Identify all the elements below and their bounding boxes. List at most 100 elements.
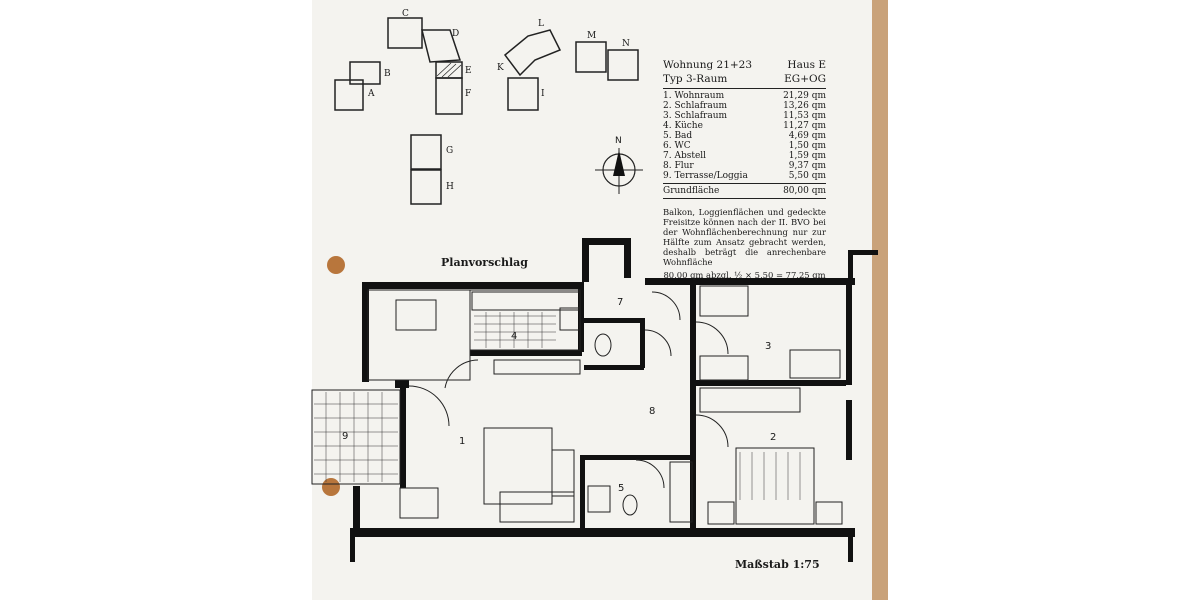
building-label-k: K (497, 63, 504, 73)
wardrobe-room3 (699, 355, 749, 381)
area-calculation: 80,00 qm abzgl. ½ × 5,50 = 77,25 qm (663, 270, 826, 280)
kitchen-counter (471, 291, 581, 311)
door-room3 (695, 321, 729, 355)
desk (399, 487, 439, 519)
floor-plan-walls (350, 238, 878, 562)
bathroom-sink (587, 485, 611, 513)
apartment-name: Wohnung 21+23 (663, 59, 753, 71)
dining-area (367, 289, 471, 381)
dining-table (395, 299, 437, 331)
bed-room3 (699, 285, 749, 317)
building-labels: A B C D E F G H I K L M N (367, 9, 630, 192)
building-label-i: I (541, 89, 545, 99)
building-f-shape (435, 77, 463, 115)
room-area: 1,59 qm (788, 151, 826, 161)
room-label: 2. Schlafraum (663, 101, 728, 111)
plan-title: Planvorschlag (441, 256, 528, 269)
room-number-7: 7 (617, 297, 623, 308)
building-k-shape (503, 29, 562, 77)
room-label: 7. Abstell (663, 151, 707, 161)
door-living (408, 385, 450, 427)
room-area: 11,53 qm (783, 111, 826, 121)
apartment-floors: EG+OG (784, 73, 826, 85)
door-room2 (695, 414, 729, 448)
apartment-house: Haus E (787, 59, 826, 71)
building-d-shape (421, 29, 462, 63)
building-label-e: E (465, 66, 472, 76)
building-c-shape (387, 17, 423, 49)
total-area: 80,00 qm (783, 186, 826, 196)
room-number-9: 9 (342, 431, 348, 442)
desk-room3 (789, 349, 841, 379)
total-label: Grundfläche (663, 186, 720, 196)
room-area: 21,29 qm (783, 91, 826, 101)
room-label: 3. Schlafraum (663, 111, 728, 121)
room-number-4: 4 (511, 331, 517, 342)
building-label-l: L (538, 19, 544, 29)
room-number-5: 5 (618, 483, 624, 494)
room-area: 1,50 qm (788, 141, 826, 151)
north-arrow-icon (595, 148, 643, 194)
room-area: 9,37 qm (788, 161, 826, 171)
tile-hatching (314, 312, 801, 500)
room-area: 11,27 qm (783, 121, 826, 131)
room-label: 8. Flur (663, 161, 694, 171)
room-numbers: 1 2 3 4 5 7 8 9 (342, 297, 776, 494)
list-item: 3. Schlafraum 11,53 qm (663, 111, 826, 121)
building-e-hatch (436, 62, 462, 78)
wardrobe-room2 (699, 387, 801, 413)
building-m-shape (575, 41, 607, 73)
building-label-d: D (452, 29, 459, 39)
building-label-f: F (465, 89, 471, 99)
building-label-n: N (622, 39, 630, 49)
apartment-type: Typ 3-Raum (663, 73, 728, 85)
area-note: Balkon, Loggienflächen und gedeckte Frei… (663, 207, 826, 267)
terrace-tiles (311, 389, 401, 485)
double-bed (735, 447, 815, 525)
building-label-a: A (367, 89, 375, 99)
room-area: 4,69 qm (788, 131, 826, 141)
stove (559, 307, 581, 331)
punch-hole-bottom (322, 478, 340, 496)
building-label-c: C (402, 9, 409, 19)
building-label-h: H (446, 182, 454, 192)
list-item: 4. Küche 11,27 qm (663, 121, 826, 131)
list-item: 8. Flur 9,37 qm (663, 161, 826, 171)
room-number-1: 1 (459, 436, 465, 447)
room-label: 1. Wohnraum (663, 91, 725, 101)
table-edge (872, 0, 888, 600)
room-number-3: 3 (765, 341, 771, 352)
bathroom-toilet (622, 494, 638, 516)
carpet (483, 427, 553, 505)
building-n-shape (607, 49, 639, 81)
building-i-shape (507, 77, 539, 111)
armchair (551, 449, 575, 497)
room-label: 5. Bad (663, 131, 693, 141)
site-plan (334, 17, 639, 205)
list-item: 1. Wohnraum 21,29 qm (663, 91, 826, 101)
room-number-8: 8 (649, 406, 655, 417)
list-item: 6. WC 1,50 qm (663, 141, 826, 151)
room-number-2: 2 (770, 432, 776, 443)
building-label-b: B (384, 69, 391, 79)
building-h-shape (410, 169, 442, 205)
kitchen-area (469, 289, 581, 351)
door-wc (644, 329, 672, 357)
list-item: 7. Abstell 1,59 qm (663, 151, 826, 161)
total-row: Grundfläche 80,00 qm (663, 186, 826, 196)
list-item: 5. Bad 4,69 qm (663, 131, 826, 141)
room-area: 13,26 qm (783, 101, 826, 111)
sofa (499, 491, 575, 523)
room-label: 4. Küche (663, 121, 703, 131)
door-kitchen (444, 359, 479, 389)
room-label: 6. WC (663, 141, 691, 151)
north-label: N (615, 136, 622, 146)
building-a-shape (334, 79, 364, 111)
area-schedule-table: Wohnung 21+23 Haus E Typ 3-Raum EG+OG 1.… (663, 60, 826, 280)
sideboard (493, 359, 581, 375)
bathtub (669, 461, 693, 523)
punch-hole-top (327, 256, 345, 274)
room-label: 9. Terrasse/Loggia (663, 171, 748, 181)
